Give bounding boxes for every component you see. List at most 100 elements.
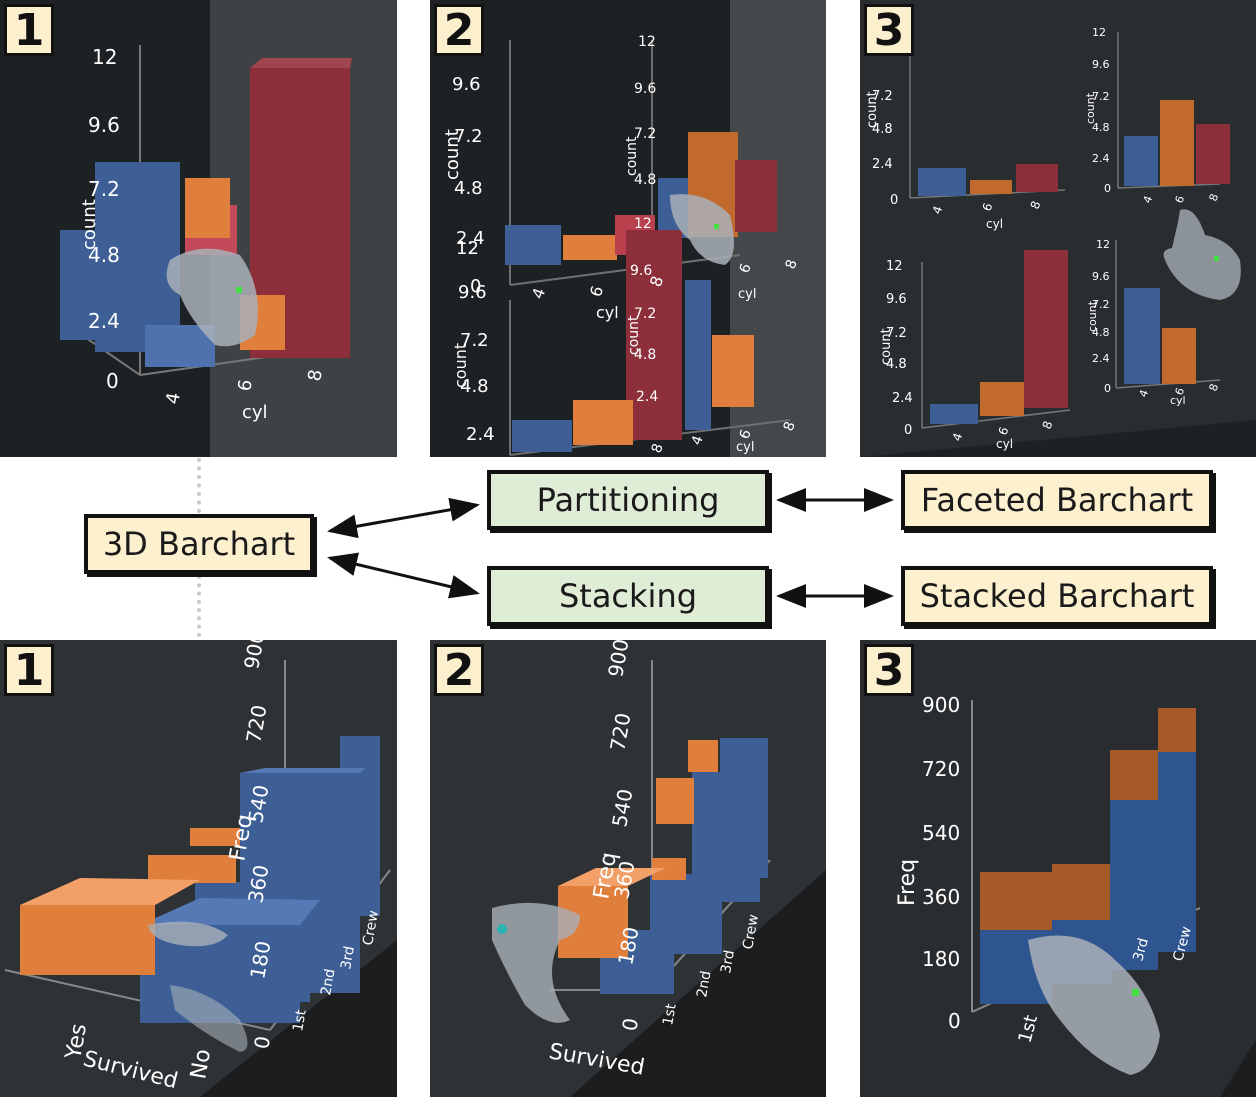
y-tick-label: 12 — [1092, 26, 1106, 39]
hand-icon — [492, 902, 580, 1023]
x-tick-label: 4 — [930, 204, 946, 216]
y-axis-label: Freq — [895, 859, 920, 906]
y-tick-label: 4.8 — [1092, 121, 1110, 134]
y-tick-label: 0 — [890, 193, 898, 208]
y-tick-label: 7.2 — [454, 126, 483, 147]
step-badge: 1 — [4, 644, 54, 696]
x-axis — [509, 254, 741, 286]
y-tick-label: 7.2 — [88, 177, 120, 201]
panel-bottom-2-stacking: 900 720 540 360 180 0 Freq 1st 2nd 3rd C… — [430, 640, 826, 1097]
x-tick-label: 6 — [234, 378, 257, 393]
y-tick-label: 4.8 — [634, 347, 656, 363]
y-tick-label: 720 — [922, 757, 960, 781]
y-tick-label: 2.4 — [1092, 352, 1110, 365]
y-tick-label: 4.8 — [872, 122, 893, 137]
y-tick-label: 12 — [638, 34, 656, 50]
y-tick-label: 0 — [904, 423, 912, 438]
x-tick-label: 2nd — [318, 968, 338, 997]
x-axis-label: cyl — [242, 402, 268, 423]
y-tick-label: 9.6 — [1092, 270, 1110, 283]
y-tick-label: 12 — [456, 238, 479, 259]
x-tick-label: 6 — [1173, 386, 1188, 397]
bar-orange — [1162, 328, 1196, 384]
x-tick-label: 3rd — [1130, 936, 1151, 963]
bar-orange — [1160, 100, 1194, 186]
bar-orange-lower-left — [573, 400, 633, 445]
y-axis-label: count — [865, 91, 880, 128]
bar-red — [1024, 250, 1068, 408]
bar-top — [240, 768, 365, 773]
y-tick-label: 4.8 — [454, 178, 483, 199]
y-tick-label: 2.4 — [636, 389, 658, 405]
x-tick-label: Crew — [360, 909, 382, 947]
chart-top-3: 7.2 4.8 2.4 0 count 4 6 8 cyl 12 9.6 7.2… — [860, 0, 1256, 457]
bar-red-lower — [626, 230, 682, 440]
panel-bottom-1-3d-barchart: 900 720 540 360 180 0 Freq 1st 2nd 3rd C… — [0, 640, 397, 1097]
bar-orange — [148, 855, 236, 883]
y-tick-label: 9.6 — [452, 74, 481, 95]
bar-orange — [652, 858, 686, 880]
y-axis-label: count — [1084, 92, 1097, 124]
bar-top — [558, 868, 666, 886]
x-tick-label: 4 — [1137, 388, 1152, 399]
x-tick-label: 8 — [1028, 199, 1044, 211]
x-tick-label: 8 — [1207, 382, 1222, 393]
pointer-marker-icon — [1214, 256, 1219, 261]
pointer-marker-icon — [714, 224, 719, 229]
bar-top — [20, 878, 200, 905]
arrow-3d-to-stacking — [327, 552, 480, 599]
step-badge: 3 — [864, 644, 914, 696]
y-tick-label: 0 — [1104, 182, 1111, 195]
pointer-marker-icon — [1132, 989, 1139, 996]
node-partitioning: Partitioning — [487, 470, 769, 530]
x-axis-label: cyl — [996, 437, 1013, 451]
hand-icon — [670, 194, 734, 265]
x-tick-label: 2nd — [694, 970, 714, 999]
y-tick-label: 7.2 — [886, 326, 907, 341]
chart-top-2: 9.6 7.2 4.8 2.4 12 0 9.6 7.2 4.8 2.4 12 … — [442, 0, 826, 457]
chart-top-1: 12 9.6 7.2 4.8 2.4 0 count 4 6 8 cyl — [59, 0, 397, 457]
facet-3-x-axis — [921, 409, 1071, 429]
y-axis-label: count — [626, 315, 642, 355]
y-tick-label: 900 — [922, 693, 960, 717]
hand-icon — [166, 248, 258, 347]
floor-plane — [570, 870, 826, 1097]
y-tick-label: 9.6 — [88, 113, 120, 137]
hand-icon — [1163, 209, 1241, 300]
x-tick-label: 6 — [980, 201, 996, 213]
panel-top-1-3d-barchart: 12 9.6 7.2 4.8 2.4 0 count 4 6 8 cyl 1 — [0, 0, 397, 457]
y-tick-label: 2.4 — [892, 391, 913, 406]
z-tick-label: Yes — [61, 1022, 92, 1062]
bar-blue — [1124, 136, 1158, 186]
chart-bottom-1: 900 720 540 360 180 0 Freq 1st 2nd 3rd C… — [0, 640, 397, 1097]
panel-bottom-3-stacked: 900 720 540 360 180 0 Freq 1st 3rd Crew … — [860, 640, 1256, 1097]
node-faceted-barchart: Faceted Barchart — [901, 470, 1213, 530]
y-tick-label: 0 — [249, 1034, 275, 1051]
x-tick-label: 4 — [528, 285, 549, 301]
hand-icon — [170, 985, 248, 1052]
x-tick-label: 1st — [290, 1008, 310, 1033]
x-tick-label: 3rd — [338, 945, 358, 971]
y-axis-label: count — [451, 343, 470, 388]
bar-orange — [980, 382, 1024, 416]
x-axis-label: cyl — [736, 440, 754, 455]
bar-red — [1016, 164, 1058, 192]
bar-orange — [563, 235, 617, 260]
bar-red — [1196, 124, 1230, 184]
x-axis-label: cyl — [986, 217, 1003, 231]
step-badge: 3 — [864, 4, 914, 56]
y-tick-label: 7.2 — [460, 330, 489, 351]
x-tick-label: 4 — [1141, 194, 1156, 205]
bar-blue — [930, 404, 978, 424]
connector-dotted-bottom — [197, 575, 205, 637]
hand-icon — [148, 921, 228, 947]
bar-orange-lower — [712, 335, 754, 407]
bar-blue — [1110, 800, 1158, 970]
floor-plane — [1220, 1040, 1256, 1097]
y-tick-label: 360 — [922, 885, 960, 909]
chart-bottom-3: 900 720 540 360 180 0 Freq 1st 3rd Crew — [860, 640, 1256, 1097]
y-tick-label: 7.2 — [634, 126, 656, 142]
x-tick-label: Crew — [740, 913, 762, 951]
x-tick-label: 6 — [996, 425, 1012, 437]
y-axis-label: count — [79, 199, 100, 250]
